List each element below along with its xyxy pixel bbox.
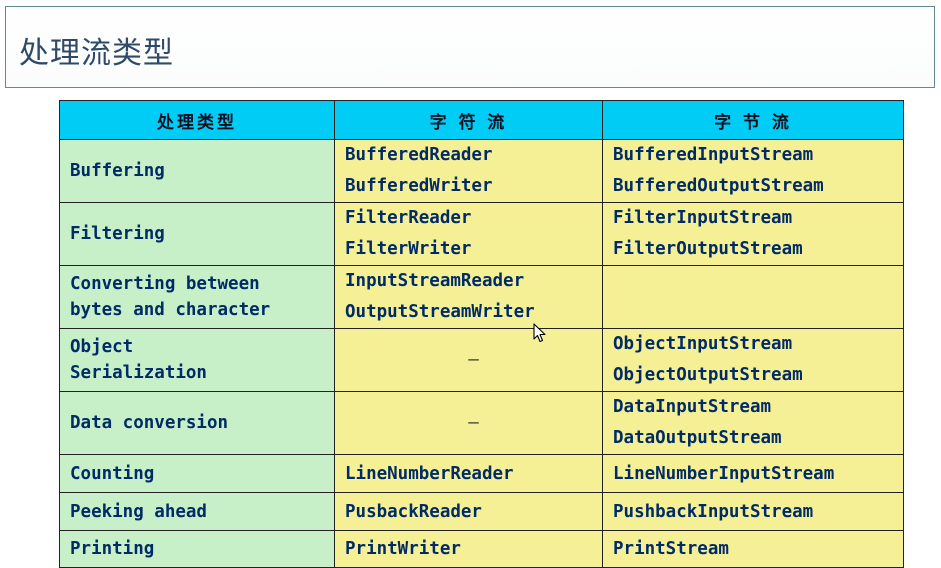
byte-stream-class: ObjectInputStream bbox=[613, 334, 793, 354]
char-stream-class: InputStreamReader bbox=[345, 271, 525, 291]
row-type-label: bytes and character bbox=[70, 300, 271, 320]
row-type-label: Serialization bbox=[70, 363, 207, 383]
char-stream-cell: BufferedReader BufferedWriter bbox=[334, 139, 603, 203]
stream-types-table: 处理类型 字 符 流 字 节 流 Buffering BufferedReade… bbox=[59, 100, 904, 568]
byte-stream-class: PrintStream bbox=[613, 539, 729, 559]
table-row: Filtering FilterReader FilterWriter Filt… bbox=[59, 202, 904, 266]
char-stream-cell: — bbox=[334, 391, 603, 455]
char-stream-class: BufferedWriter bbox=[345, 176, 493, 196]
byte-stream-class: FilterInputStream bbox=[613, 208, 793, 228]
byte-stream-class: LineNumberInputStream bbox=[613, 463, 835, 484]
row-type-label: Counting bbox=[70, 463, 155, 484]
byte-stream-class: BufferedInputStream bbox=[613, 145, 814, 165]
row-type-cell: Data conversion bbox=[59, 391, 335, 455]
char-stream-cell: — bbox=[334, 328, 603, 392]
table-row: Data conversion — DataInputStream DataOu… bbox=[59, 391, 904, 455]
char-stream-class: PusbackReader bbox=[345, 501, 482, 522]
row-type-label: Buffering bbox=[70, 161, 165, 181]
row-type-label: Converting between bbox=[70, 274, 260, 294]
char-stream-class: LineNumberReader bbox=[345, 463, 514, 484]
row-type-label: Printing bbox=[70, 539, 155, 559]
row-type-cell: Converting between bytes and character bbox=[59, 265, 335, 329]
row-type-label: Filtering bbox=[70, 224, 165, 244]
byte-stream-cell: LineNumberInputStream bbox=[602, 454, 904, 493]
row-type-cell: Counting bbox=[59, 454, 335, 493]
char-stream-cell: PrintWriter bbox=[334, 530, 603, 568]
byte-stream-class: PushbackInputStream bbox=[613, 501, 814, 522]
slide-title: 处理流类型 bbox=[19, 36, 174, 71]
byte-stream-class: DataOutputStream bbox=[613, 428, 782, 448]
byte-stream-cell: ObjectInputStream ObjectOutputStream bbox=[602, 328, 904, 392]
row-type-label: Peeking ahead bbox=[70, 501, 207, 522]
byte-stream-cell: BufferedInputStream BufferedOutputStream bbox=[602, 139, 904, 203]
byte-stream-class: ObjectOutputStream bbox=[613, 365, 803, 385]
byte-stream-class: BufferedOutputStream bbox=[613, 176, 824, 196]
byte-stream-cell: PrintStream bbox=[602, 530, 904, 568]
row-type-cell: Object Serialization bbox=[59, 328, 335, 392]
char-stream-class: FilterReader bbox=[345, 208, 472, 228]
table-header-row: 处理类型 字 符 流 字 节 流 bbox=[59, 100, 904, 140]
table-row: Object Serialization — ObjectInputStream… bbox=[59, 328, 904, 392]
table-row: Printing PrintWriter PrintStream bbox=[59, 530, 904, 568]
char-stream-cell: InputStreamReader OutputStreamWriter bbox=[334, 265, 603, 329]
table-row: Peeking ahead PusbackReader PushbackInpu… bbox=[59, 492, 904, 531]
header-byte-stream: 字 节 流 bbox=[602, 100, 904, 140]
char-stream-class: FilterWriter bbox=[345, 239, 472, 259]
char-stream-cell: LineNumberReader bbox=[334, 454, 603, 493]
header-char-stream: 字 符 流 bbox=[334, 100, 603, 140]
row-type-cell: Buffering bbox=[59, 139, 335, 203]
header-processing-type: 处理类型 bbox=[59, 100, 335, 140]
table-row: Buffering BufferedReader BufferedWriter … bbox=[59, 139, 904, 203]
char-stream-class: PrintWriter bbox=[345, 539, 461, 559]
byte-stream-cell: PushbackInputStream bbox=[602, 492, 904, 531]
byte-stream-class: FilterOutputStream bbox=[613, 239, 803, 259]
byte-stream-class: DataInputStream bbox=[613, 397, 772, 417]
empty-dash: — bbox=[468, 413, 479, 433]
empty-dash: — bbox=[468, 350, 479, 370]
byte-stream-cell bbox=[602, 265, 904, 329]
row-type-cell: Filtering bbox=[59, 202, 335, 266]
byte-stream-cell: FilterInputStream FilterOutputStream bbox=[602, 202, 904, 266]
row-type-cell: Peeking ahead bbox=[59, 492, 335, 531]
char-stream-cell: PusbackReader bbox=[334, 492, 603, 531]
table-row: Converting between bytes and character I… bbox=[59, 265, 904, 329]
char-stream-class: OutputStreamWriter bbox=[345, 302, 535, 322]
mouse-pointer-icon bbox=[533, 323, 546, 343]
row-type-cell: Printing bbox=[59, 530, 335, 568]
byte-stream-cell: DataInputStream DataOutputStream bbox=[602, 391, 904, 455]
row-type-label: Data conversion bbox=[70, 413, 229, 433]
char-stream-cell: FilterReader FilterWriter bbox=[334, 202, 603, 266]
row-type-label: Object bbox=[70, 337, 134, 357]
table-row: Counting LineNumberReader LineNumberInpu… bbox=[59, 454, 904, 493]
char-stream-class: BufferedReader bbox=[345, 145, 493, 165]
slide-title-box: 处理流类型 bbox=[5, 6, 935, 88]
